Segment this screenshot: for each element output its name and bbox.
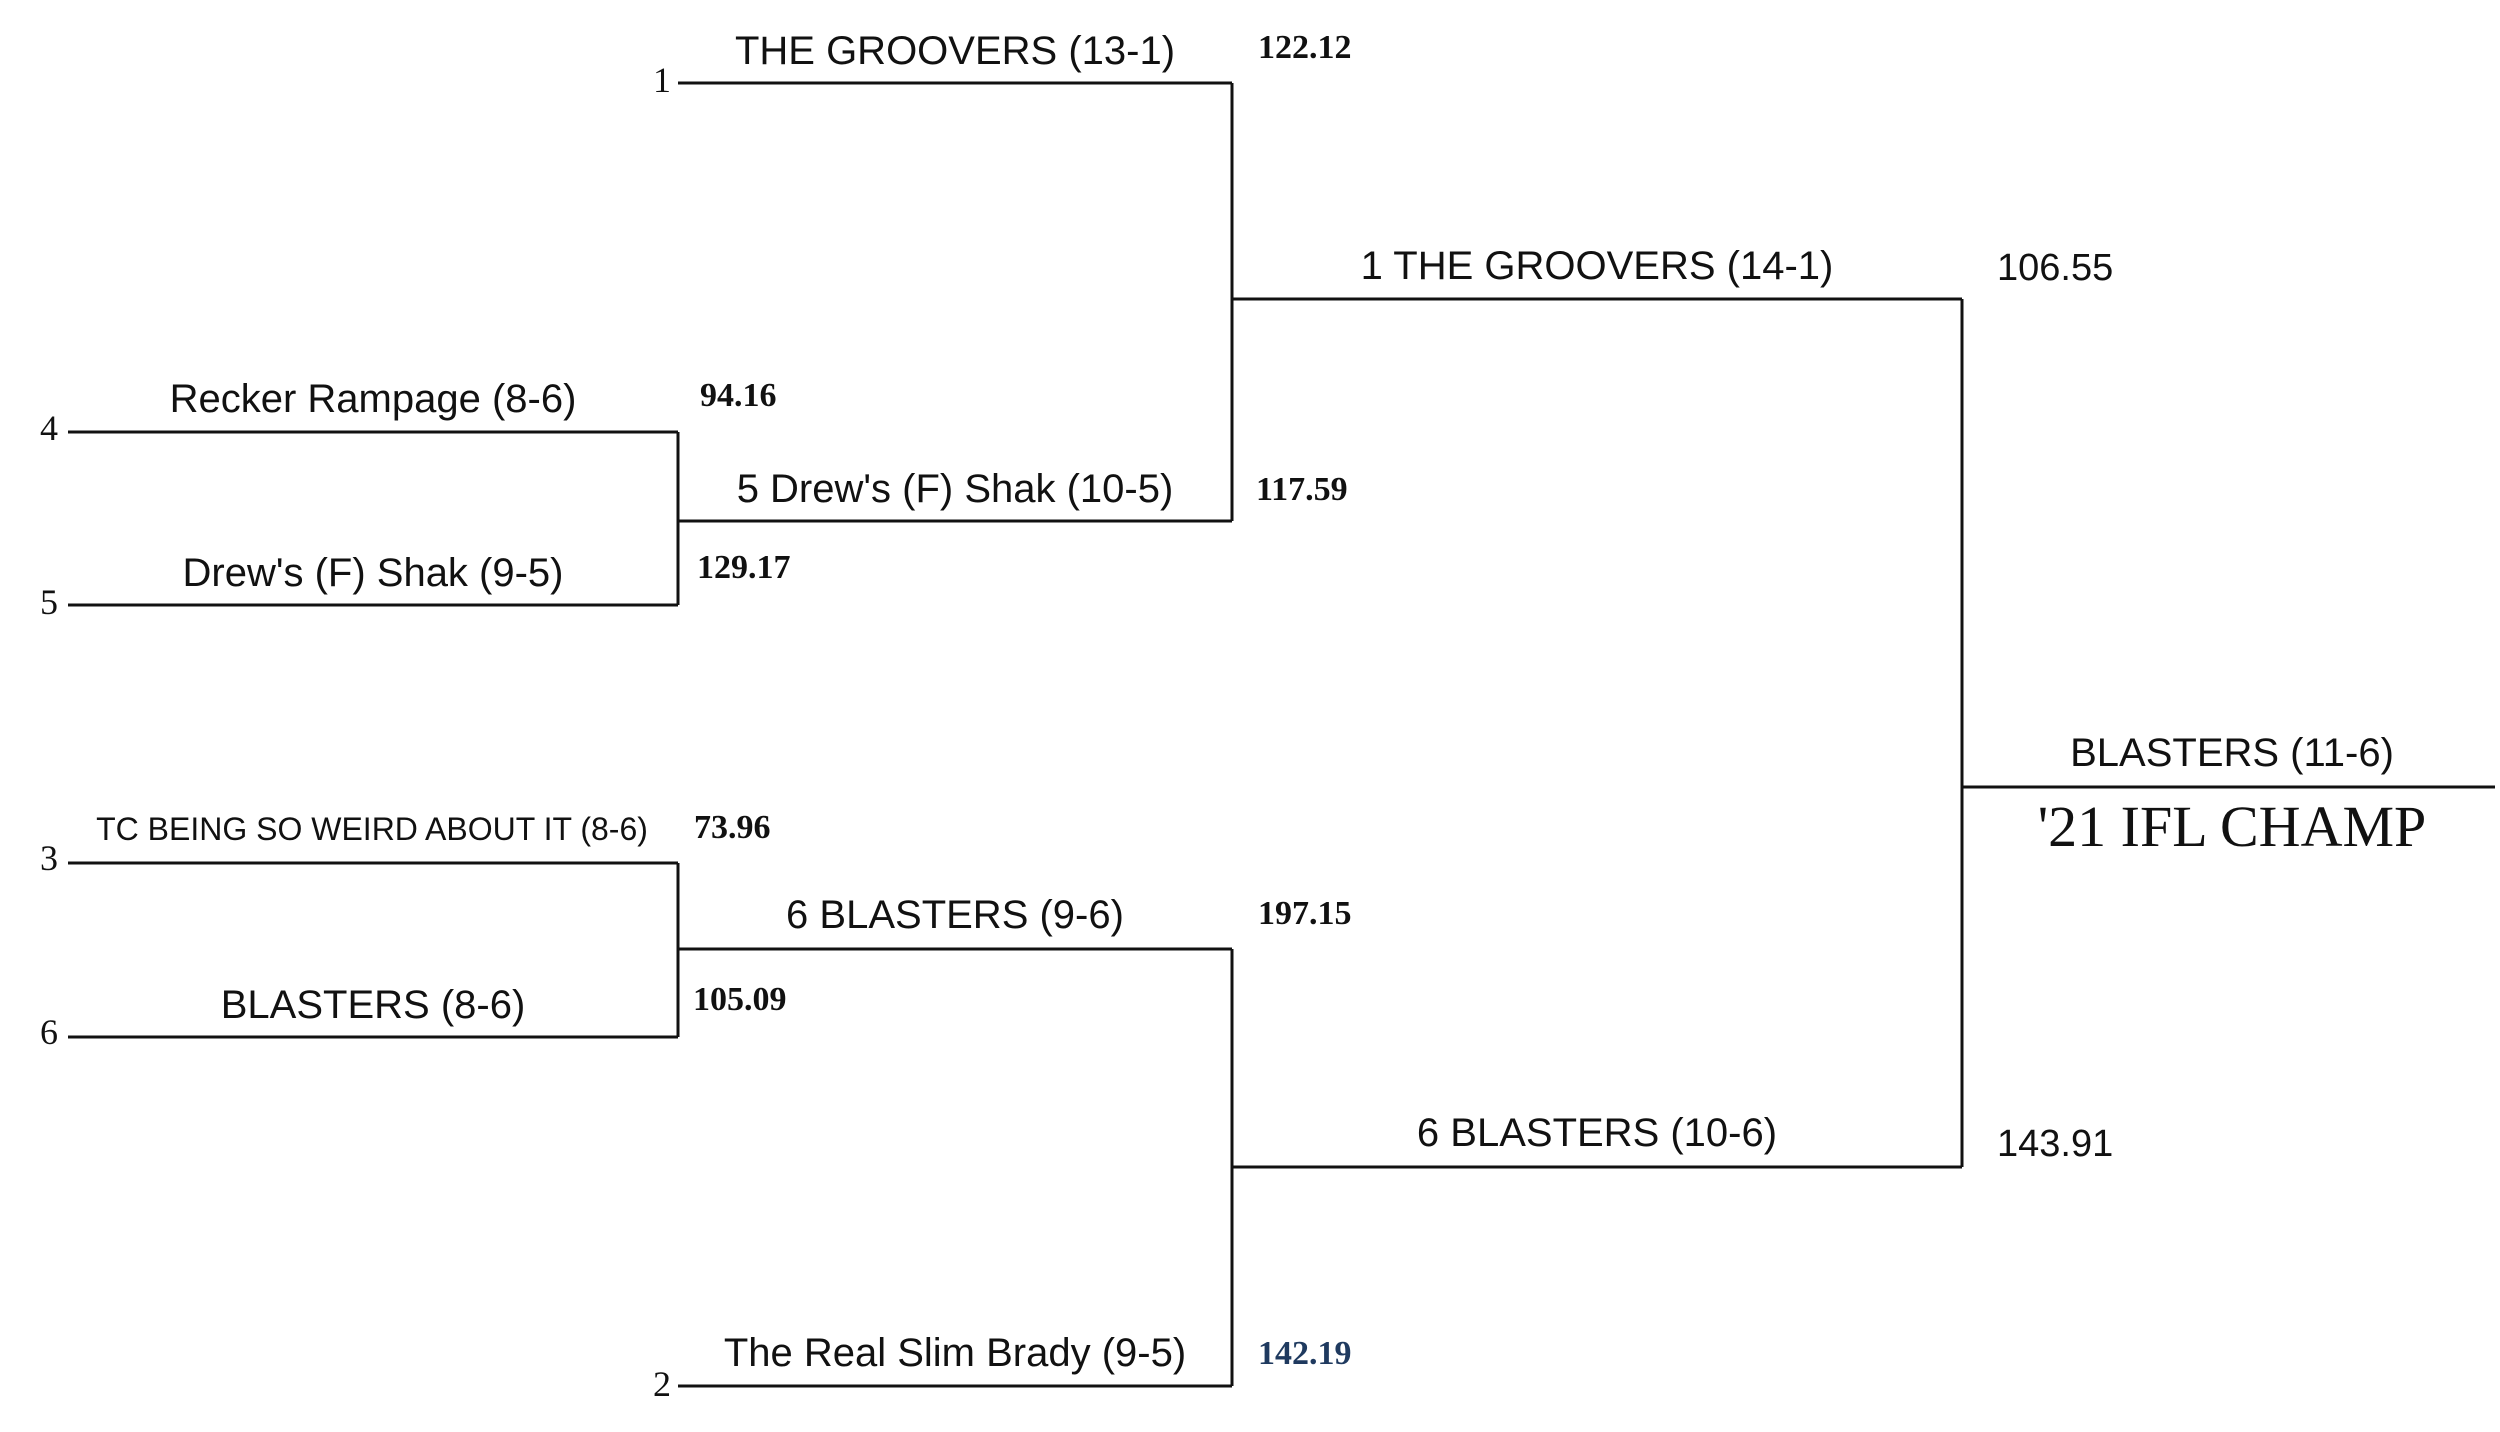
seed-label: 6 [40, 1012, 58, 1052]
champion-title: '21 IFL CHAMP [2038, 794, 2427, 859]
team-name: 1 THE GROOVERS (14-1) [1361, 244, 1834, 288]
seed-label: 4 [40, 408, 58, 448]
team-name: The Real Slim Brady (9-5) [724, 1331, 1186, 1375]
team-score: 106.55 [1997, 247, 2113, 289]
team-score: 197.15 [1258, 895, 1352, 932]
team-score: 129.17 [697, 549, 791, 586]
team-score: 117.59 [1256, 471, 1348, 508]
team-name: BLASTERS (8-6) [221, 983, 526, 1027]
bracket-lines [68, 81, 2495, 1388]
seed-label: 5 [40, 582, 58, 622]
team-name: Recker Rampage (8-6) [170, 377, 577, 421]
team-score: 94.16 [700, 377, 777, 414]
team-score: 122.12 [1258, 29, 1352, 66]
team-name: 6 BLASTERS (10-6) [1417, 1111, 1777, 1155]
team-name: 6 BLASTERS (9-6) [786, 893, 1124, 937]
seed-label: 3 [40, 838, 58, 878]
seed-label: 1 [653, 60, 671, 100]
team-name: TC BEING SO WEIRD ABOUT IT (8-6) [96, 811, 648, 847]
team-score: 105.09 [693, 981, 787, 1018]
seed-label: 2 [653, 1364, 671, 1404]
team-score: 143.91 [1997, 1123, 2113, 1165]
team-score: 73.96 [694, 809, 771, 846]
team-name: THE GROOVERS (13-1) [735, 29, 1175, 73]
team-name: Drew's (F) Shak (9-5) [182, 551, 563, 595]
team-name: 5 Drew's (F) Shak (10-5) [737, 467, 1174, 511]
team-score: 142.19 [1258, 1335, 1352, 1372]
champion-team: BLASTERS (11-6) [2070, 731, 2394, 775]
